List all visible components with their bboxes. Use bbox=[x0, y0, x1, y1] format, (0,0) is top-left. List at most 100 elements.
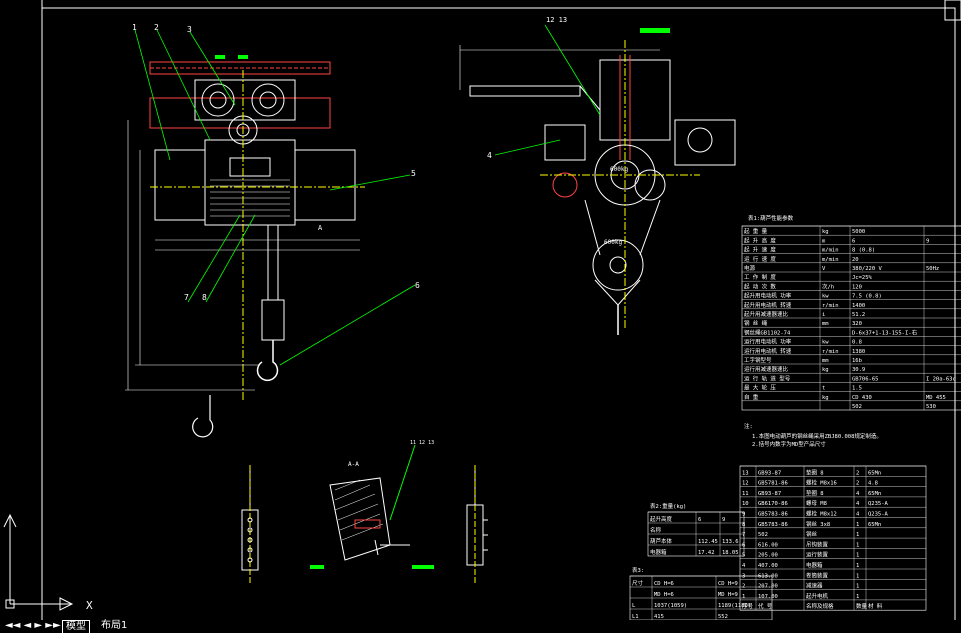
callout-5: 5 bbox=[411, 169, 416, 178]
callout-1: 1 bbox=[132, 23, 137, 32]
dim-table-cell: MD H=9 bbox=[718, 592, 738, 598]
weight-table-cell: 电器箱 bbox=[650, 548, 667, 556]
parts-table-cell: 65Mn bbox=[868, 491, 881, 497]
ucs-x-label: X bbox=[86, 599, 93, 612]
parts-table-cell: 7 bbox=[742, 532, 745, 538]
parts-table-cell: 卷筒装置 bbox=[806, 571, 829, 579]
parts-table-cell: 2 bbox=[856, 481, 859, 487]
spec-table-cell: 起 升 高 度 bbox=[744, 236, 776, 244]
spec-table-cell: 51.2 bbox=[852, 312, 865, 318]
spec-table-cell: 起升用减速器速比 bbox=[744, 310, 789, 318]
parts-table-cell: 1 bbox=[856, 532, 859, 538]
parts-table-cell: 1 bbox=[856, 573, 859, 579]
spec-table-cell: kg bbox=[822, 229, 829, 235]
parts-table-cell: 6 bbox=[742, 542, 745, 548]
callout-7: 7 bbox=[184, 293, 189, 302]
weight-table-cell: 起升高度 bbox=[650, 515, 673, 523]
wheel-label-1: 600kg bbox=[610, 166, 628, 173]
callout-3: 3 bbox=[187, 25, 192, 34]
parts-table-cell: 65Mn bbox=[868, 470, 881, 476]
spec-table-cell: 6 bbox=[852, 238, 855, 244]
parts-table-cell: 1 bbox=[856, 542, 859, 548]
weight-table-cell: 9 bbox=[722, 517, 725, 523]
parts-table-cell: 205.00 bbox=[758, 553, 778, 559]
spec-table-cell: mm bbox=[822, 321, 829, 327]
ucs-icon bbox=[3, 513, 74, 611]
spec-table-cell: r/min bbox=[822, 349, 839, 355]
tab-layout1[interactable]: 布局1 bbox=[101, 620, 128, 631]
spec-table-title: 表1:葫芦性能参数 bbox=[748, 214, 794, 222]
spec-table-cell: kw bbox=[822, 340, 829, 346]
parts-table-cell: 序号 bbox=[742, 602, 754, 610]
parts-table-cell: GB5783-86 bbox=[758, 522, 788, 528]
section-aa-view bbox=[310, 444, 434, 569]
spec-table-cell: 9 bbox=[926, 238, 929, 244]
parts-table-cell: 1 bbox=[856, 594, 859, 600]
parts-table-cell: GB93-87 bbox=[758, 470, 781, 476]
tab-model[interactable]: 模型 bbox=[62, 620, 90, 633]
parts-table-cell: 4 bbox=[742, 563, 746, 569]
dim-table-cell: 415 bbox=[654, 614, 664, 620]
parts-table-cell: 1 bbox=[856, 584, 859, 590]
parts-table-cell: 207.00 bbox=[758, 584, 778, 590]
parts-table-cell: 107.00 bbox=[758, 594, 778, 600]
tab-nav-arrows[interactable]: ◄◄ ◄ ► ►► bbox=[5, 620, 61, 631]
spec-table-cell: 起升用电动机 转速 bbox=[744, 301, 792, 309]
dim-table-cell: 552 bbox=[718, 614, 728, 620]
parts-table-cell: 2 bbox=[856, 470, 859, 476]
parts-table-cell: 1 bbox=[856, 563, 859, 569]
spec-table-cell: m/min bbox=[822, 248, 839, 254]
parts-table-cell: 4 bbox=[856, 512, 860, 518]
spec-table-cell: 530 bbox=[926, 404, 936, 410]
spec-table-cell: 最 大 轮 压 bbox=[744, 384, 776, 392]
parts-table-cell: 3 bbox=[742, 573, 745, 579]
pendant-view-right bbox=[466, 465, 488, 585]
parts-table-cell: GB6170-86 bbox=[758, 501, 788, 507]
spec-table-cell: m/min bbox=[822, 257, 839, 263]
weight-table-cell: 6 bbox=[698, 517, 701, 523]
parts-table-cell: 407.00 bbox=[758, 563, 778, 569]
spec-table-cell: 运 行 速 度 bbox=[744, 255, 776, 263]
parts-table-cell: GB5783-86 bbox=[758, 512, 788, 518]
spec-table-cell: 钢丝绳GB1102-74 bbox=[744, 328, 791, 336]
weight-table-cell: 17.42 bbox=[698, 550, 715, 556]
note-line-2: 2.括号内数字为MD型产品尺寸 bbox=[752, 440, 826, 448]
spec-table-cell: i bbox=[822, 312, 825, 318]
spec-table-cell: 30.9 bbox=[852, 367, 865, 373]
spec-table-cell: 工字钢型号 bbox=[744, 356, 772, 364]
spec-table-cell: kg bbox=[822, 395, 829, 401]
section-mark-a: A bbox=[318, 224, 323, 232]
spec-table-cell: 运行用减速器速比 bbox=[744, 365, 789, 373]
dim-table-title: 表3: bbox=[632, 566, 644, 574]
callout-2: 2 bbox=[154, 23, 159, 32]
parts-table-cell: 1 bbox=[742, 594, 745, 600]
parts-table-cell: 材 料 bbox=[868, 602, 883, 610]
parts-table-cell: 4 bbox=[856, 501, 860, 507]
spec-table-cell: 5000 bbox=[852, 229, 865, 235]
dim-table-cell: L1 bbox=[632, 614, 639, 620]
parts-table-cell: 502 bbox=[758, 532, 768, 538]
parts-table-cell: 11 bbox=[742, 491, 749, 497]
weight-table-cell: 葫芦本体 bbox=[650, 537, 673, 545]
weight-table-cell: 名称 bbox=[650, 526, 662, 534]
parts-table-cell: 9 bbox=[742, 512, 745, 518]
spec-table-cell: r/min bbox=[822, 303, 839, 309]
section-aa-label: A-A bbox=[348, 461, 359, 468]
parts-table-cell: 数量 bbox=[856, 602, 868, 610]
spec-table-cell: 0.8 bbox=[852, 340, 862, 346]
spec-table-cell: 工 作 制 度 bbox=[744, 273, 776, 281]
weight-table-cell: 133.6 bbox=[722, 539, 739, 545]
parts-table-cell: 代 号 bbox=[758, 602, 773, 610]
callout-4: 4 bbox=[487, 151, 492, 160]
spec-table-cell: D-6x37+1-13-155-I-右 bbox=[852, 328, 918, 336]
spec-table-cell: 50Hz bbox=[926, 266, 939, 272]
dim-table-cell: CD H=6 bbox=[654, 581, 674, 587]
parts-table-cell: 2 bbox=[742, 584, 745, 590]
dim-table-cell: CD H=9 bbox=[718, 581, 738, 587]
parts-table-cell: 10 bbox=[742, 501, 749, 507]
parts-table-cell: 613.00 bbox=[758, 573, 778, 579]
spec-table-cell: kw bbox=[822, 294, 829, 300]
hoist-side-view bbox=[459, 24, 736, 335]
